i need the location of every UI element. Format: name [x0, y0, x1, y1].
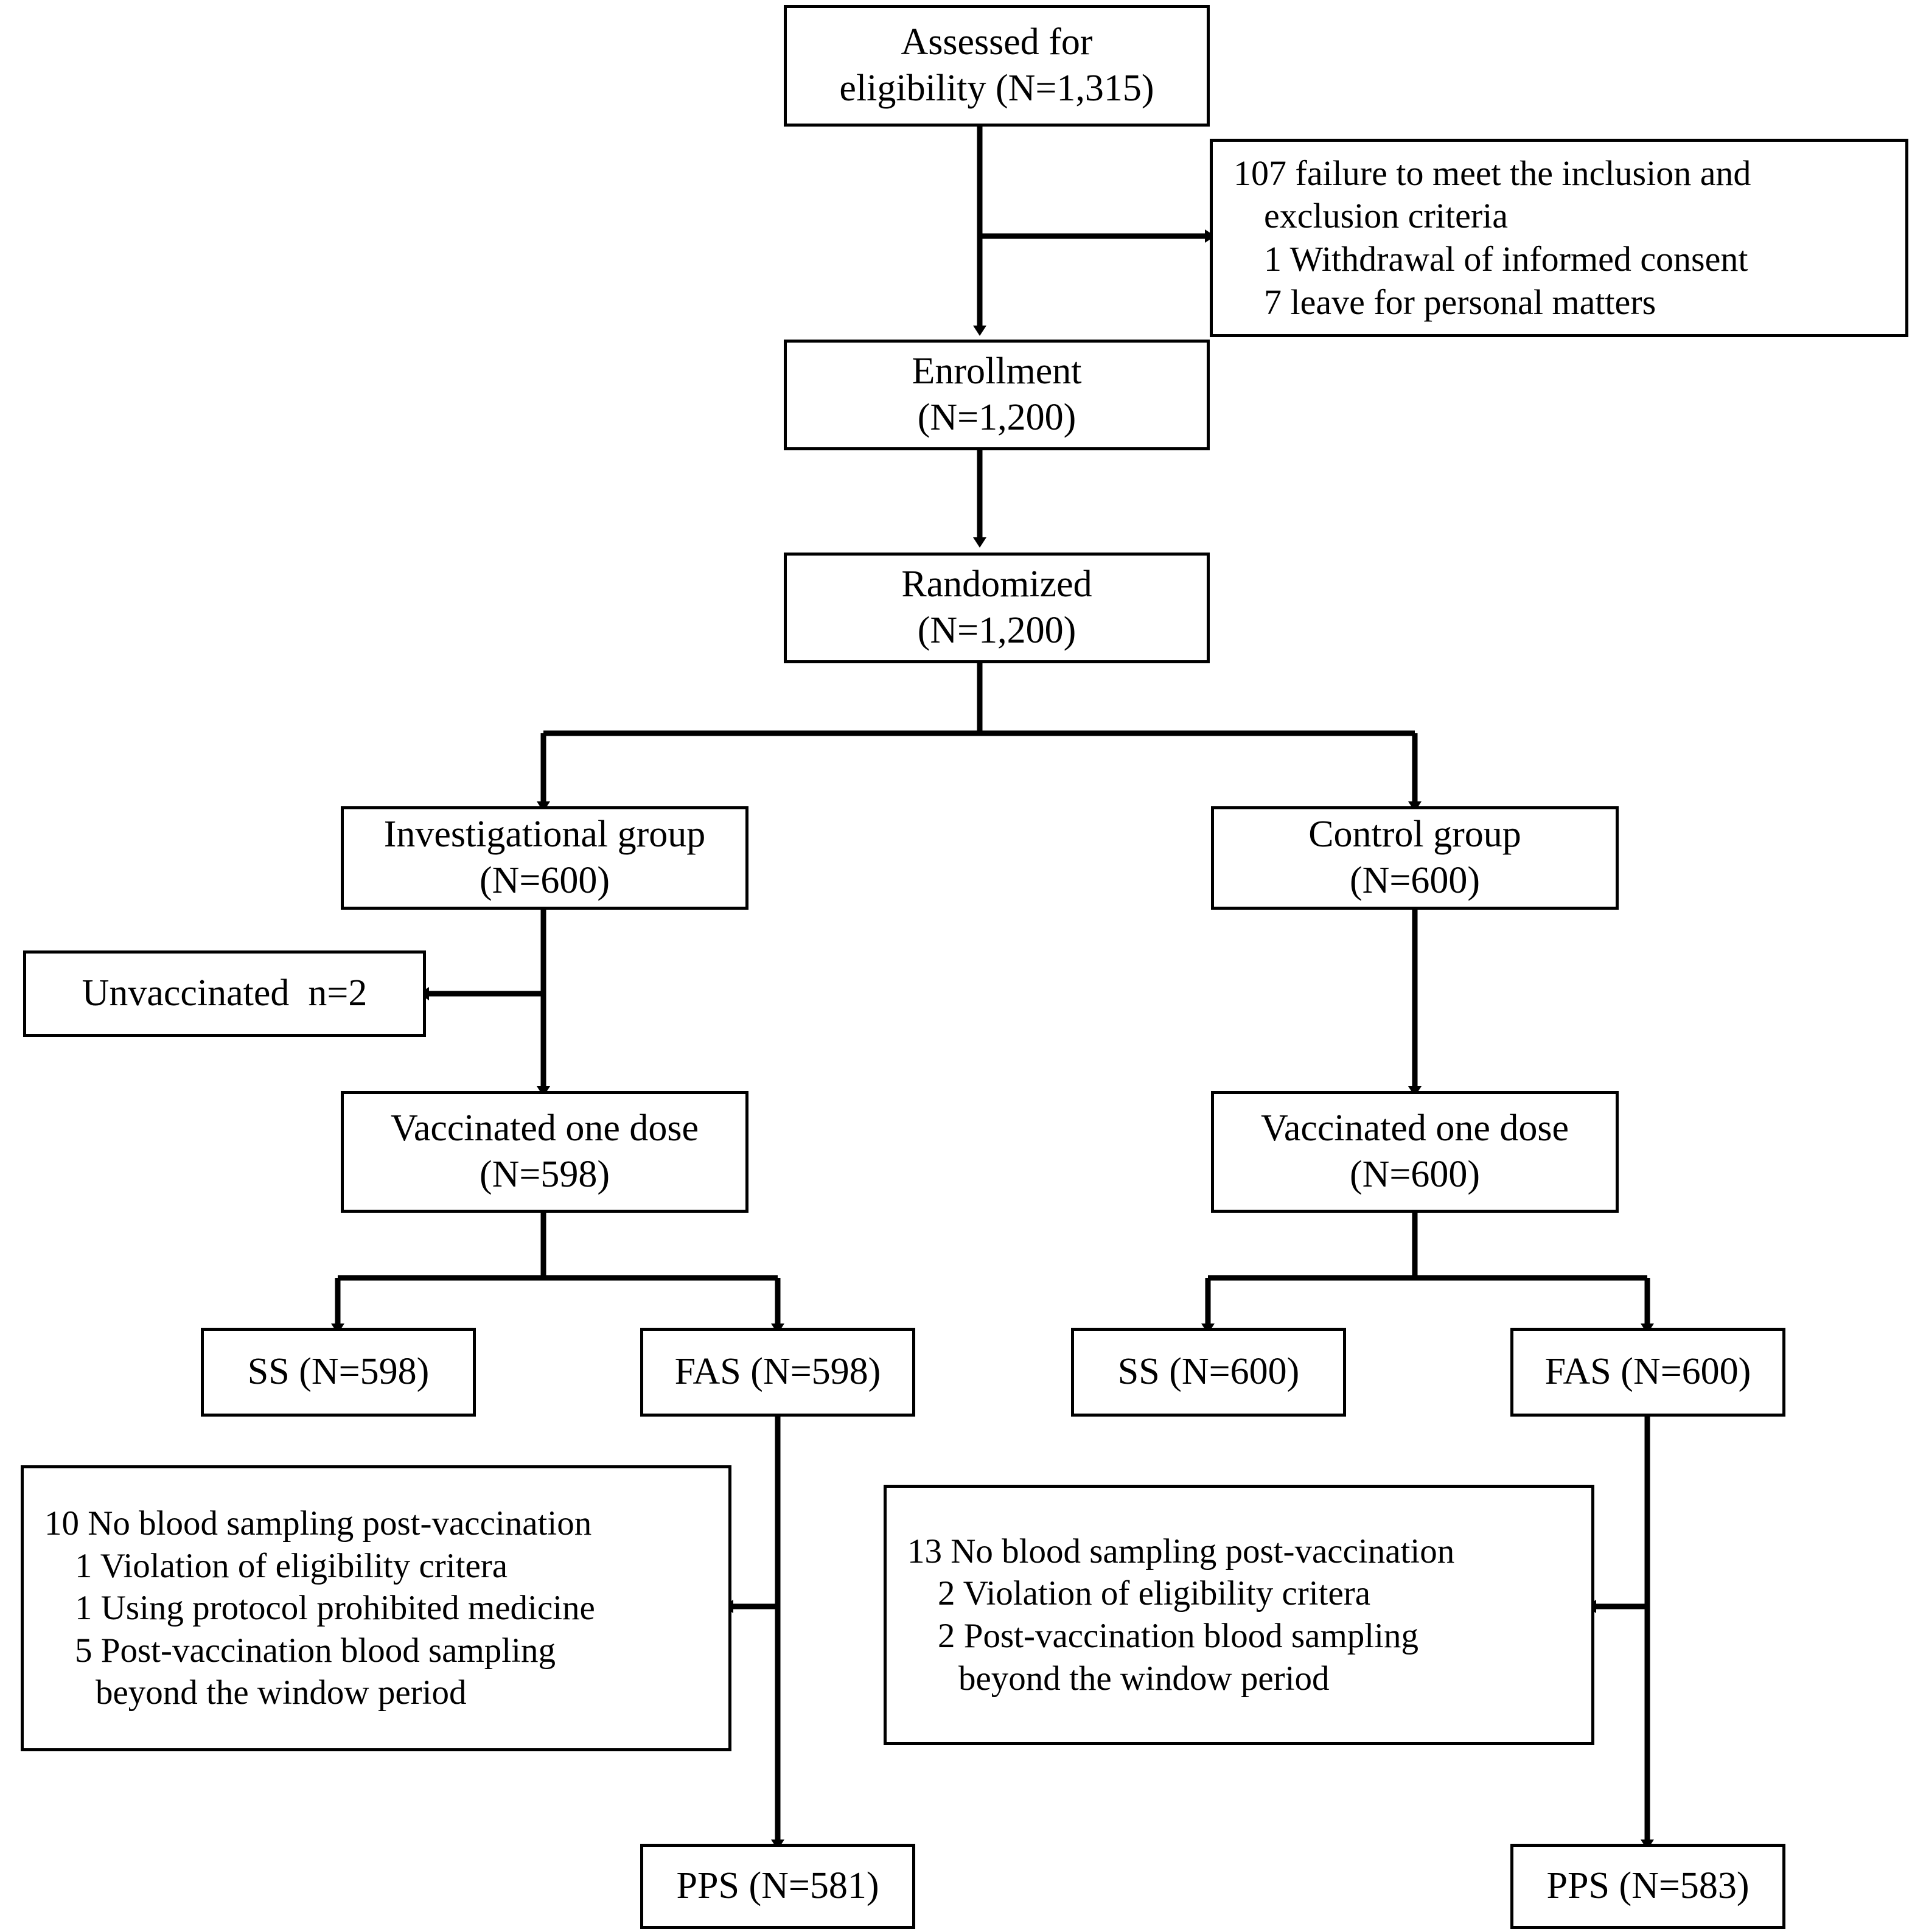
- screening-exclusion-line-3: 1 Withdrawal of informed consent: [1264, 239, 1748, 279]
- node-pps-ctrl-label: PPS (N=583): [1546, 1865, 1750, 1907]
- node-fas-inv-label: FAS (N=598): [674, 1351, 881, 1393]
- node-pps-control: PPS (N=583): [1510, 1844, 1785, 1929]
- pps-exclusion-ctrl-line-1: 13 No blood sampling post-vaccination: [907, 1532, 1455, 1571]
- pps-exclusion-inv-line-3: 1 Using protocol prohibited medicine: [75, 1589, 595, 1628]
- node-pps-exclusions-control: 13 No blood sampling post-vaccination 2 …: [884, 1485, 1594, 1745]
- screening-exclusion-line-1: 107 failure to meet the inclusion and: [1233, 153, 1751, 193]
- screening-exclusion-line-2: exclusion criteria: [1264, 196, 1508, 236]
- node-investigational-group: Investigational group (N=600): [341, 806, 748, 910]
- node-investigational-line-1: Investigational group: [383, 814, 706, 856]
- node-vaccinated-one-dose-control: Vaccinated one dose (N=600): [1211, 1091, 1619, 1213]
- node-enrollment-line-2: (N=1,200): [917, 397, 1076, 438]
- node-randomized-line-2: (N=1,200): [917, 610, 1076, 651]
- node-assessed-for-eligibility: Assessed for eligibility (N=1,315): [784, 5, 1210, 127]
- node-fas-ctrl-label: FAS (N=600): [1544, 1351, 1751, 1393]
- node-randomized-line-1: Randomized: [901, 563, 1092, 605]
- node-fas-control: FAS (N=600): [1510, 1328, 1785, 1417]
- pps-exclusion-ctrl-line-2: 2 Violation of eligibility critera: [938, 1574, 1371, 1613]
- pps-exclusion-ctrl-line-3: 2 Post-vaccination blood sampling: [938, 1617, 1418, 1655]
- pps-exclusion-inv-line-4: 5 Post-vaccination blood sampling: [75, 1631, 556, 1670]
- node-pps-exclusions-investigational: 10 No blood sampling post-vaccination 1 …: [21, 1465, 731, 1751]
- node-vaccinated-inv-line-2: (N=598): [479, 1154, 610, 1195]
- node-vaccinated-ctrl-line-1: Vaccinated one dose: [1260, 1107, 1569, 1149]
- node-vaccinated-one-dose-investigational: Vaccinated one dose (N=598): [341, 1091, 748, 1213]
- node-control-line-2: (N=600): [1349, 860, 1481, 901]
- node-assessed-line-1: Assessed for: [901, 21, 1093, 63]
- node-control-group: Control group (N=600): [1211, 806, 1619, 910]
- node-unvaccinated-label: Unvaccinated n=2: [82, 972, 368, 1014]
- pps-exclusion-ctrl-line-4: beyond the window period: [958, 1659, 1330, 1698]
- node-fas-investigational: FAS (N=598): [640, 1328, 915, 1417]
- node-control-line-1: Control group: [1308, 814, 1521, 856]
- pps-exclusion-inv-line-2: 1 Violation of eligibility critera: [75, 1546, 508, 1585]
- node-pps-investigational: PPS (N=581): [640, 1844, 915, 1929]
- node-enrollment-line-1: Enrollment: [912, 350, 1082, 392]
- node-vaccinated-ctrl-line-2: (N=600): [1349, 1154, 1481, 1195]
- node-vaccinated-inv-line-1: Vaccinated one dose: [390, 1107, 699, 1149]
- node-ss-control: SS (N=600): [1071, 1328, 1346, 1417]
- node-assessed-line-2: eligibility (N=1,315): [839, 68, 1154, 109]
- node-ss-investigational: SS (N=598): [201, 1328, 476, 1417]
- node-randomized: Randomized (N=1,200): [784, 553, 1210, 663]
- node-ss-inv-label: SS (N=598): [247, 1351, 430, 1393]
- pps-exclusion-inv-line-1: 10 No blood sampling post-vaccination: [44, 1504, 592, 1543]
- node-ss-ctrl-label: SS (N=600): [1117, 1351, 1300, 1393]
- node-enrollment: Enrollment (N=1,200): [784, 340, 1210, 450]
- node-unvaccinated: Unvaccinated n=2: [23, 950, 426, 1037]
- node-pps-inv-label: PPS (N=581): [676, 1865, 879, 1907]
- node-investigational-line-2: (N=600): [479, 860, 610, 901]
- screening-exclusion-line-4: 7 leave for personal matters: [1264, 282, 1656, 322]
- pps-exclusion-inv-line-5: beyond the window period: [96, 1673, 467, 1712]
- node-screening-exclusions: 107 failure to meet the inclusion and ex…: [1210, 139, 1908, 337]
